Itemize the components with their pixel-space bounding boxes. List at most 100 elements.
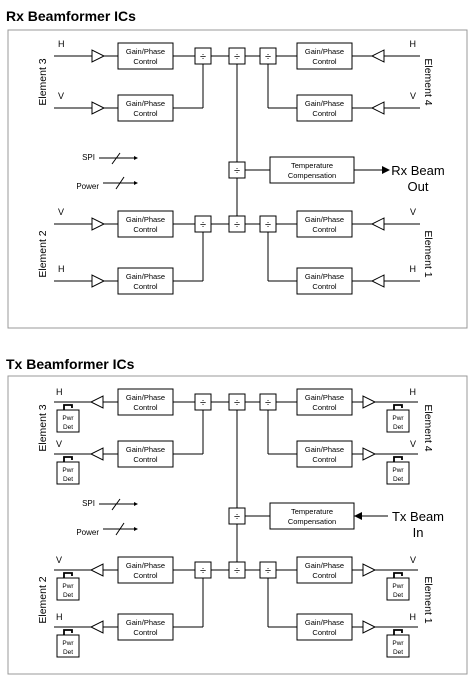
power-coupler-hook: [63, 456, 73, 462]
amplifier-triangle: [91, 217, 106, 231]
gain-phase-label-line2: Control: [312, 57, 337, 66]
ic-outline-box: [7, 29, 468, 329]
power-detector-box: [56, 409, 80, 433]
power-detector-box: [56, 577, 80, 601]
power-detector-label-line2: Det: [63, 649, 73, 656]
divider-block: [194, 47, 212, 65]
power-detector-label-line2: Det: [63, 424, 73, 431]
element-1-label: Element 1: [422, 576, 434, 623]
divider-block: [228, 393, 246, 411]
gain-phase-label-line1: Gain/Phase: [305, 215, 344, 224]
gain-phase-label-line2: Control: [312, 628, 337, 637]
power-detector-label-line2: Det: [63, 476, 73, 483]
power-detector-label-line1: Pwr: [62, 467, 74, 474]
divider-symbol: ÷: [265, 219, 271, 231]
spi-arrowhead: [134, 156, 138, 160]
power-detector-label-line1: Pwr: [62, 640, 74, 647]
power-detector-box: [386, 461, 410, 485]
divider-block: [194, 215, 212, 233]
gain-phase-label-line1: Gain/Phase: [305, 393, 344, 402]
divider-block: [228, 561, 246, 579]
power-detector-box: [56, 634, 80, 658]
beam-label-line2: In: [413, 525, 424, 540]
power-coupler-hook: [63, 404, 73, 410]
beam-arrowhead: [382, 166, 390, 174]
gain-phase-label-line1: Gain/Phase: [305, 272, 344, 281]
gain-phase-label-line2: Control: [312, 571, 337, 580]
power-detector-box: [56, 461, 80, 485]
polarization-label: H: [410, 264, 417, 274]
amplifier-triangle: [370, 101, 385, 115]
polarization-label: V: [410, 439, 416, 449]
power-detector-label-line1: Pwr: [392, 640, 404, 647]
gain-phase-control-block: [296, 440, 353, 468]
divider-block: [194, 393, 212, 411]
gain-phase-control-block: [296, 267, 353, 295]
divider-block: [228, 47, 246, 65]
beam-label-line1: Rx Beam: [391, 163, 444, 178]
amplifier-triangle: [362, 447, 377, 461]
amplifier-triangle: [370, 49, 385, 63]
divider-block: [259, 215, 277, 233]
amplifier-triangle: [370, 274, 385, 288]
gain-phase-label-line2: Control: [133, 57, 158, 66]
power-detector-label-line2: Det: [393, 424, 403, 431]
power-detector-label-line2: Det: [393, 592, 403, 599]
amplifier-triangle: [91, 49, 106, 63]
amplifier-triangle: [91, 274, 106, 288]
element-3-label: Element 3: [37, 58, 49, 105]
gain-phase-label-line2: Control: [312, 109, 337, 118]
divider-block: [259, 561, 277, 579]
power-slash: [115, 522, 125, 536]
element-4-label: Element 4: [422, 404, 434, 451]
polarization-label: H: [410, 39, 417, 49]
polarization-label: H: [56, 387, 63, 397]
divider-symbol: ÷: [234, 565, 240, 577]
temperature-label-line2: Compensation: [288, 171, 336, 180]
amplifier-triangle: [89, 395, 104, 409]
gain-phase-label-line1: Gain/Phase: [126, 215, 165, 224]
gain-phase-label-line1: Gain/Phase: [126, 99, 165, 108]
divider-symbol: ÷: [200, 565, 206, 577]
amplifier-triangle: [362, 395, 377, 409]
element-4-label: Element 4: [422, 58, 434, 105]
gain-phase-label-line2: Control: [312, 282, 337, 291]
polarization-label: H: [410, 387, 417, 397]
gain-phase-control-block: [117, 440, 174, 468]
gain-phase-label-line1: Gain/Phase: [305, 445, 344, 454]
gain-phase-label-line1: Gain/Phase: [305, 47, 344, 56]
amplifier-triangle: [362, 620, 377, 634]
gain-phase-label-line2: Control: [133, 282, 158, 291]
divider-block: [228, 215, 246, 233]
gain-phase-label-line1: Gain/Phase: [126, 272, 165, 281]
gain-phase-label-line2: Control: [312, 403, 337, 412]
element-3-label: Element 3: [37, 404, 49, 451]
divider-block: [194, 561, 212, 579]
gain-phase-label-line2: Control: [312, 225, 337, 234]
gain-phase-control-block: [117, 210, 174, 238]
spi-label: SPI: [82, 153, 95, 162]
temperature-label-line2: Compensation: [288, 517, 336, 526]
spi-arrowhead: [134, 502, 138, 506]
gain-phase-label-line2: Control: [312, 455, 337, 464]
tx-section-title: Tx Beamformer ICs: [6, 356, 135, 372]
polarization-label: V: [410, 207, 416, 217]
amplifier-triangle: [89, 563, 104, 577]
element-2-label: Element 2: [37, 230, 49, 277]
polarization-label: V: [410, 555, 416, 565]
amplifier-triangle: [89, 447, 104, 461]
gain-phase-label-line1: Gain/Phase: [126, 393, 165, 402]
beam-label-line2: Out: [408, 179, 429, 194]
temperature-label-line1: Temperature: [291, 161, 333, 170]
gain-phase-control-block: [117, 42, 174, 70]
gain-phase-label-line1: Gain/Phase: [126, 445, 165, 454]
gain-phase-control-block: [117, 94, 174, 122]
power-detector-label-line1: Pwr: [62, 583, 74, 590]
spi-label: SPI: [82, 499, 95, 508]
gain-phase-control-block: [117, 267, 174, 295]
power-label: Power: [76, 182, 99, 191]
divider-symbol: ÷: [234, 511, 240, 523]
gain-phase-label-line1: Gain/Phase: [305, 618, 344, 627]
polarization-label: V: [58, 207, 64, 217]
